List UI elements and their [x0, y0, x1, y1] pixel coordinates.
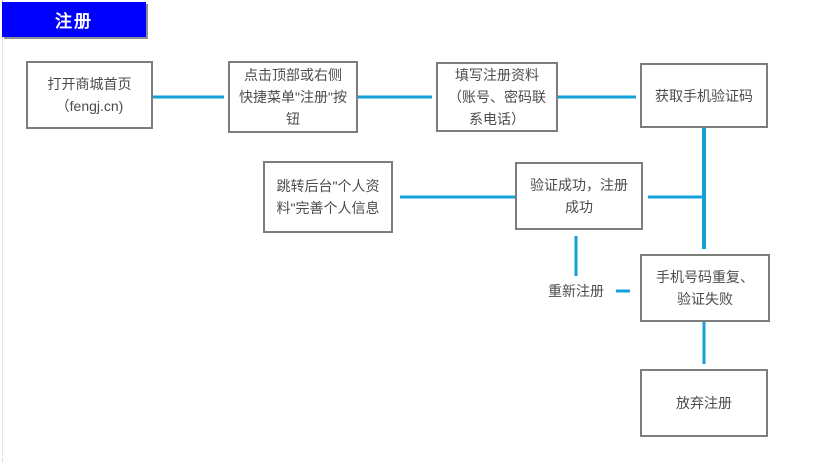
- flow-node-complete-profile: 跳转后台"个人资 料"完善个人信息: [263, 161, 393, 233]
- canvas-guide-line: [2, 0, 3, 462]
- flow-node-abandon-registration: 放弃注册: [640, 369, 768, 437]
- flow-node-get-sms-code: 获取手机验证码: [640, 63, 768, 128]
- flow-node-fill-info: 填写注册资料 （账号、密码联 系电话）: [436, 62, 558, 132]
- register-header-label: 注册: [55, 12, 93, 31]
- flow-node-verify-success: 验证成功，注册 成功: [515, 162, 643, 230]
- register-header-badge: 注册: [2, 2, 146, 37]
- flow-label-reregister: 重新注册: [548, 283, 604, 299]
- flow-node-verify-failed: 手机号码重复、 验证失败: [640, 254, 770, 322]
- flow-node-open-homepage: 打开商城首页 （fengj.cn): [26, 61, 153, 129]
- flow-node-click-register: 点击顶部或右侧 快捷菜单"注册"按 钮: [228, 61, 358, 133]
